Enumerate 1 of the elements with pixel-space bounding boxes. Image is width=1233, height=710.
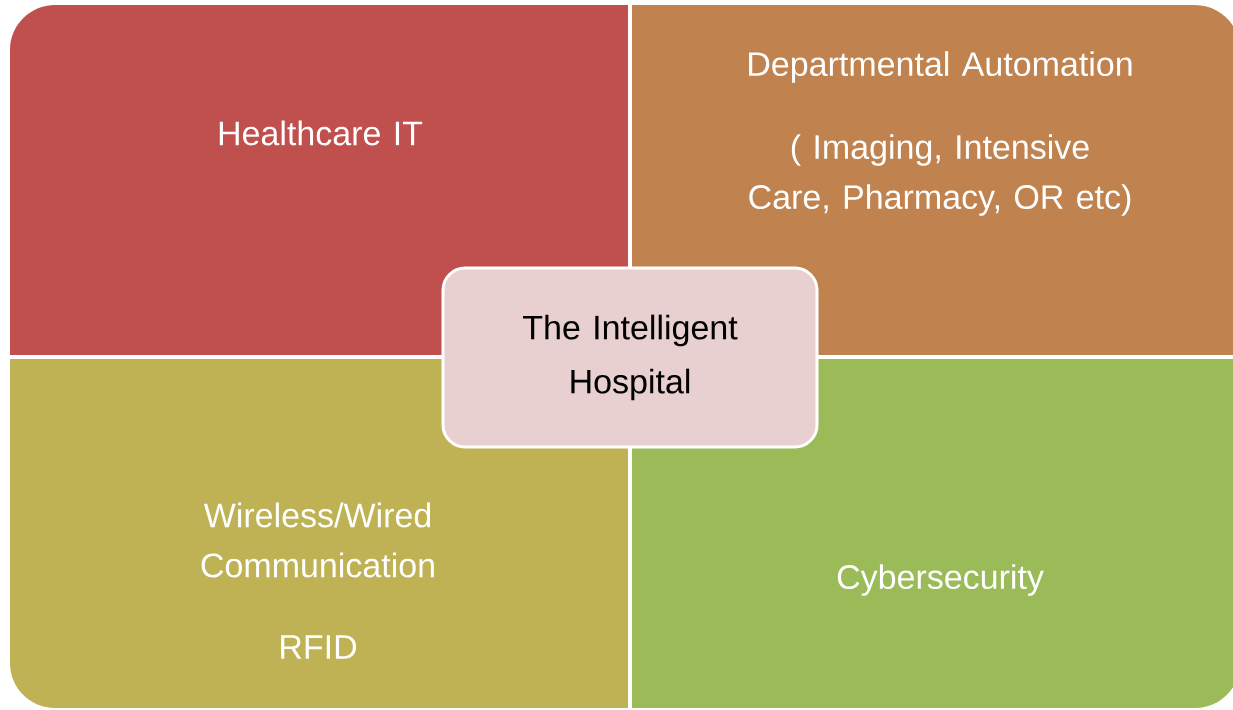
center-box: The Intelligent Hospital <box>441 266 819 449</box>
